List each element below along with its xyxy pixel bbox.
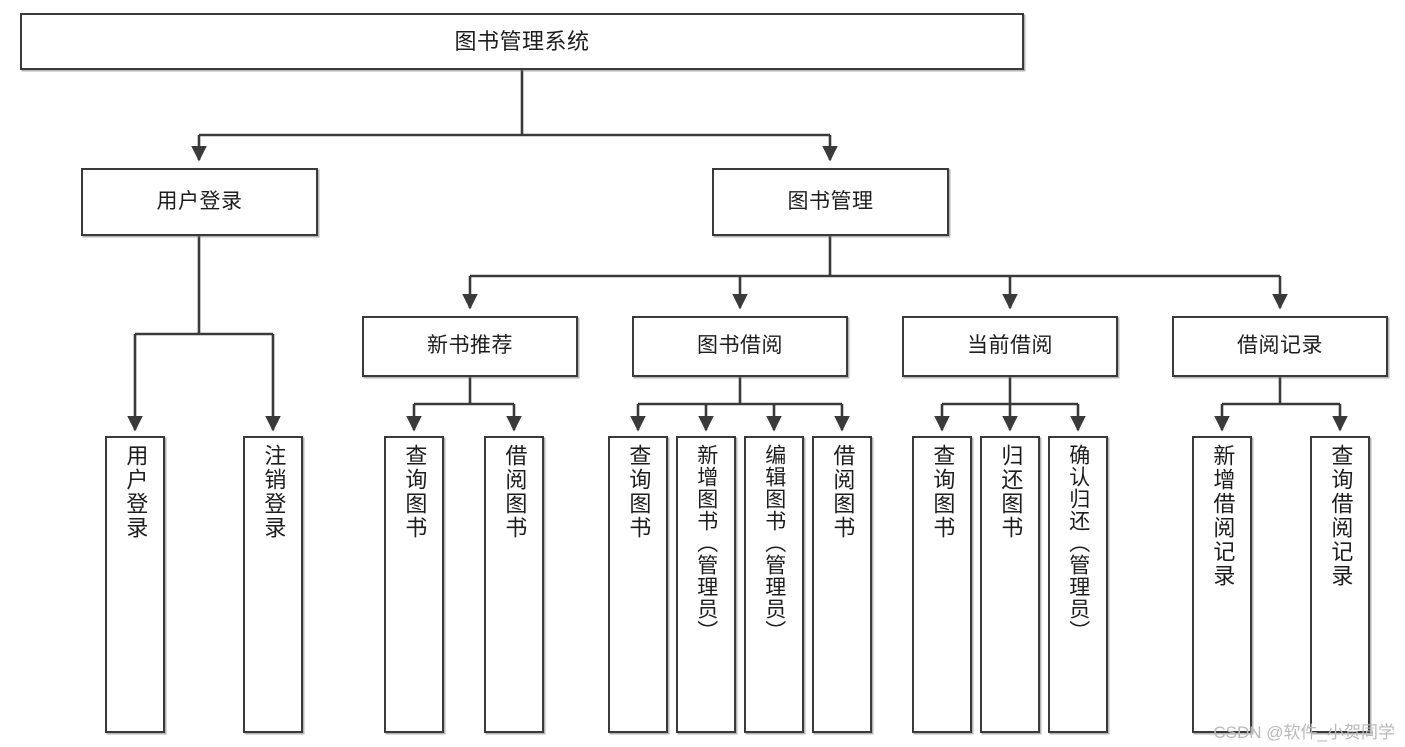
- node-user-login[interactable]: 用户登录: [81, 168, 318, 236]
- node-label: 新书推荐: [427, 334, 513, 358]
- leaf-borrow-record-query[interactable]: 查询借阅记录: [1310, 436, 1370, 733]
- node-label: 图书管理: [787, 189, 874, 213]
- leaf-current-borrow-return[interactable]: 归还图书: [980, 436, 1040, 733]
- node-label: 新增图书（管理员）: [694, 444, 718, 642]
- leaf-book-borrow-edit[interactable]: 编辑图书（管理员）: [744, 436, 804, 733]
- node-label: 注销登录: [261, 444, 287, 540]
- leaf-new-book-query[interactable]: 查询图书: [384, 436, 444, 733]
- leaf-book-borrow-query[interactable]: 查询图书: [608, 436, 668, 733]
- leaf-current-borrow-query[interactable]: 查询图书: [912, 436, 972, 733]
- leaf-user-login-login[interactable]: 用户登录: [105, 436, 165, 733]
- leaf-book-borrow-add[interactable]: 新增图书（管理员）: [676, 436, 736, 733]
- node-borrow-record[interactable]: 借阅记录: [1172, 316, 1388, 377]
- node-current-borrow[interactable]: 当前借阅: [902, 316, 1118, 377]
- leaf-user-login-logout[interactable]: 注销登录: [243, 436, 303, 733]
- node-label: 图书管理系统: [454, 28, 590, 54]
- node-label: 查询图书: [626, 444, 652, 540]
- leaf-borrow-record-add[interactable]: 新增借阅记录: [1192, 436, 1252, 733]
- leaf-book-borrow-borrow[interactable]: 借阅图书: [812, 436, 872, 733]
- node-book-borrow[interactable]: 图书借阅: [632, 316, 848, 377]
- node-book-management[interactable]: 图书管理: [712, 168, 949, 236]
- node-label: 图书借阅: [697, 334, 783, 358]
- leaf-new-book-borrow[interactable]: 借阅图书: [484, 436, 544, 733]
- node-label: 确认归还（管理员）: [1066, 444, 1090, 642]
- leaf-current-borrow-confirm-return[interactable]: 确认归还（管理员）: [1048, 436, 1108, 733]
- node-label: 用户登录: [123, 444, 149, 540]
- node-label: 借阅记录: [1237, 334, 1323, 358]
- node-root-book-management-system[interactable]: 图书管理系统: [20, 13, 1024, 70]
- node-label: 查询借阅记录: [1328, 444, 1354, 588]
- node-label: 当前借阅: [967, 334, 1053, 358]
- node-label: 归还图书: [998, 444, 1024, 540]
- node-label: 用户登录: [156, 189, 243, 213]
- node-label: 编辑图书（管理员）: [762, 444, 786, 642]
- node-label: 新增借阅记录: [1210, 444, 1236, 588]
- node-label: 借阅图书: [830, 444, 856, 540]
- node-label: 查询图书: [402, 444, 428, 540]
- node-label: 借阅图书: [502, 444, 528, 540]
- node-new-book-recommend[interactable]: 新书推荐: [362, 316, 578, 377]
- node-label: 查询图书: [930, 444, 956, 540]
